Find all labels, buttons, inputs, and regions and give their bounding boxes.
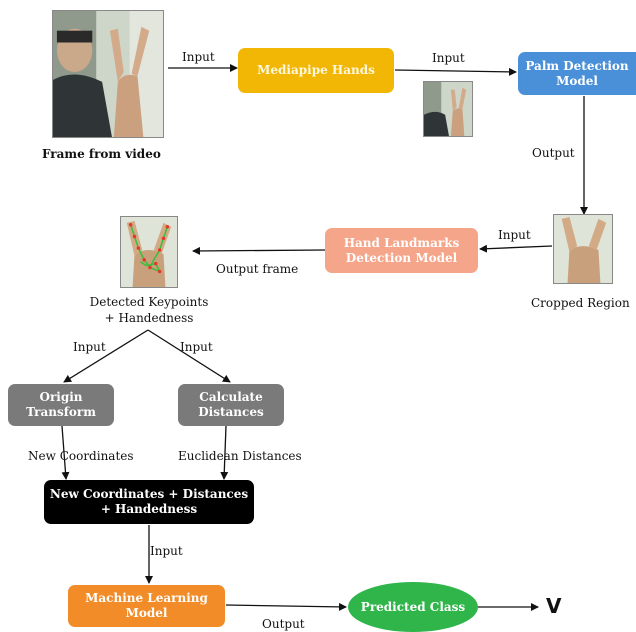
edge-label-new-coordinates: New Coordinates: [28, 449, 134, 463]
cropped-region-caption: Cropped Region: [531, 296, 630, 310]
edge-label-ml-output: Output: [262, 617, 305, 631]
mediapipe-hands-node: Mediapipe Hands: [238, 48, 394, 93]
cropped-hand-image: [553, 214, 613, 284]
keypoints-hand-image: [120, 216, 178, 288]
arrow-origin-to-combined: [61, 425, 70, 480]
edge-label-combined-input: Input: [150, 544, 183, 558]
edge-label-distances-input: Input: [180, 340, 213, 354]
arrow-keypoints-to-origin: [63, 329, 149, 383]
video-frame-image: [52, 10, 164, 138]
ml-model-node: Machine Learning Model: [68, 585, 225, 627]
final-output-label: V: [546, 594, 562, 618]
frame-caption: Frame from video: [42, 147, 161, 161]
palm-detection-node: Palm Detection Model: [518, 52, 636, 95]
edge-label-mediapipe-input: Input: [432, 51, 465, 65]
predicted-class-node: Predicted Class: [348, 582, 478, 632]
arrow-keypoints-to-distances: [147, 329, 231, 383]
edge-label-frame-input: Input: [182, 50, 215, 64]
hand-landmarks-node: Hand Landmarks Detection Model: [325, 228, 478, 273]
combined-features-node: New Coordinates + Distances + Handedness: [44, 480, 254, 524]
keypoints-caption: Detected Keypoints + Handedness: [89, 295, 209, 325]
edge-label-palm-output: Output: [532, 146, 575, 160]
edge-label-output-frame: Output frame: [216, 262, 299, 276]
arrow-distances-to-combined: [220, 425, 229, 480]
edge-label-euclidean-distances: Euclidean Distances: [178, 449, 302, 463]
calculate-distances-node: Calculate Distances: [178, 384, 284, 426]
arrow-cropped-to-landmarks: [479, 244, 553, 253]
arrow-ml-to-predicted: [225, 602, 347, 611]
cropped-input-image: [423, 81, 473, 137]
edge-label-origin-input: Input: [73, 340, 106, 354]
arrow-mediapipe-to-palm: [394, 67, 517, 76]
origin-transform-node: Origin Transform: [8, 384, 114, 426]
arrow-landmarks-to-keypoints: [192, 246, 326, 255]
edge-label-cropped-input: Input: [498, 228, 531, 242]
